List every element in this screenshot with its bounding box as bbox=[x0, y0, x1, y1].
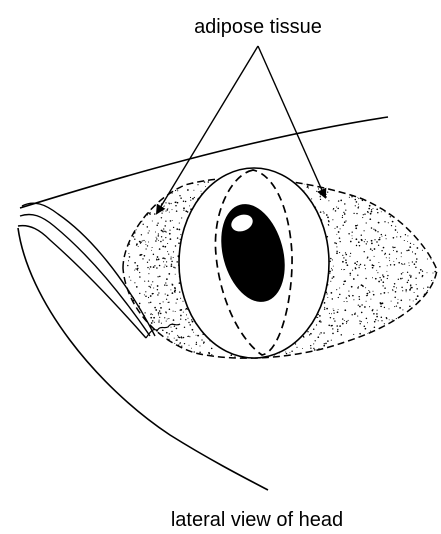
top-label: adipose tissue bbox=[194, 16, 322, 38]
caption: lateral view of head bbox=[171, 509, 343, 531]
snout-lower-lip bbox=[18, 226, 146, 338]
snout-upper-lip bbox=[22, 203, 155, 336]
snout-middle-lip bbox=[20, 214, 150, 336]
